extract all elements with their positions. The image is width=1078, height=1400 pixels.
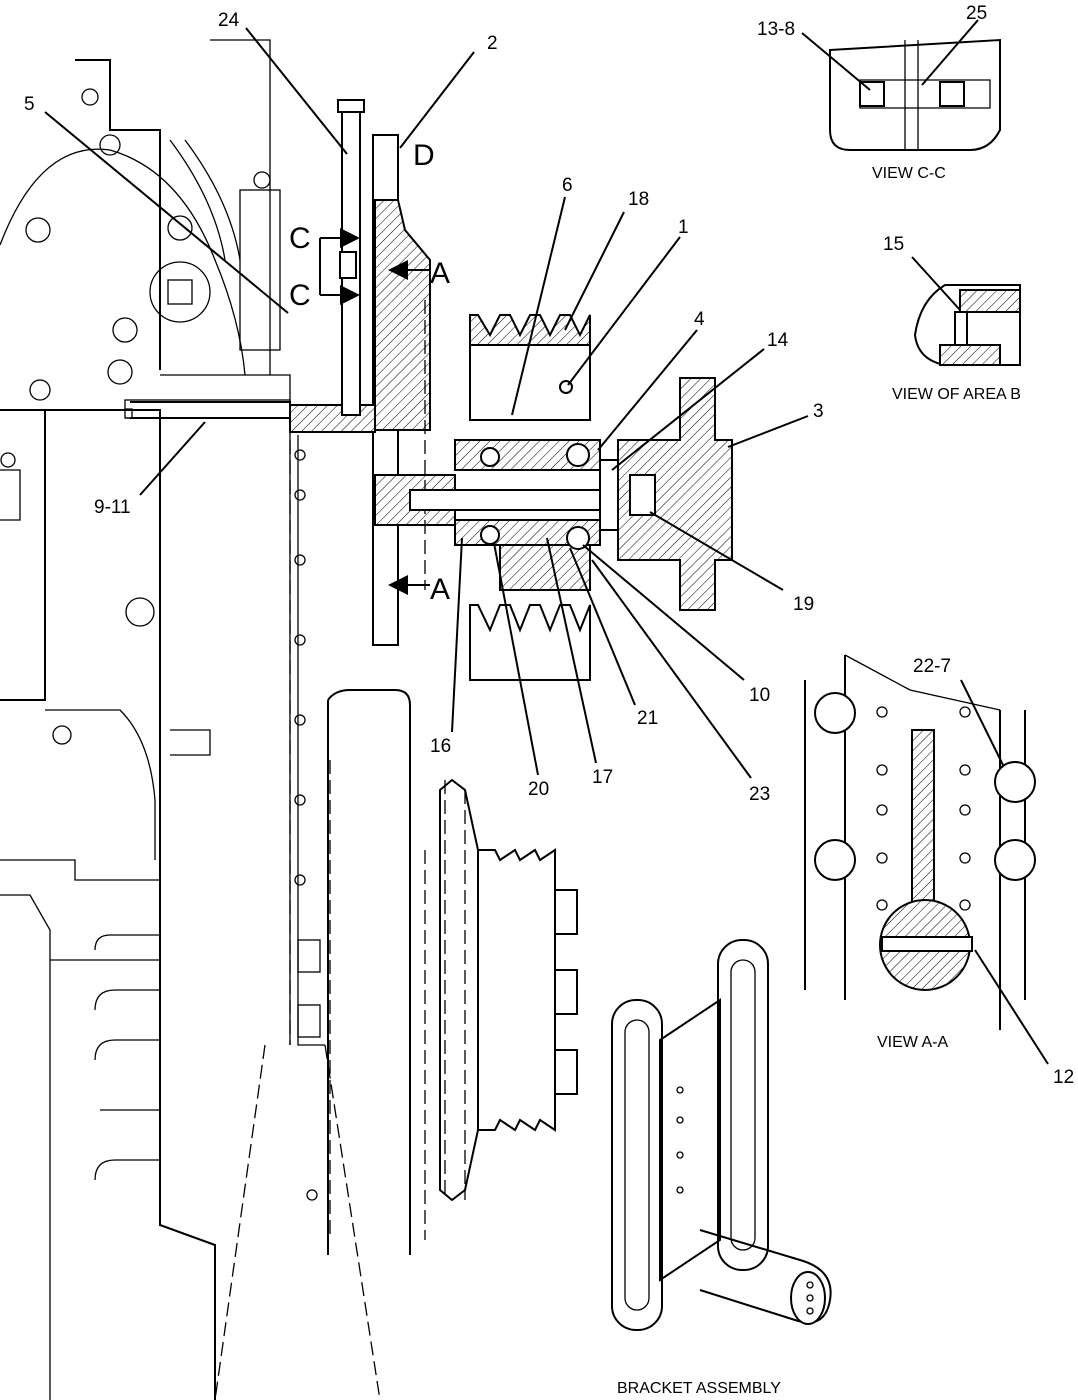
callout-6: 6 xyxy=(562,175,573,196)
callout-9-11: 9-11 xyxy=(94,497,131,518)
leader-lines xyxy=(44,19,1049,1065)
callout-18: 18 xyxy=(628,189,649,210)
bracket-assembly-label: BRACKET ASSEMBLY xyxy=(617,1380,781,1397)
bracket-assembly xyxy=(611,939,832,1331)
callout-10: 10 xyxy=(749,685,770,706)
section-a-lower-label: A xyxy=(430,573,450,606)
callout-5: 5 xyxy=(24,94,35,115)
callout-2: 2 xyxy=(487,33,498,54)
callout-25: 25 xyxy=(966,3,987,24)
view-cc xyxy=(829,38,1001,151)
view-labels: VIEW C-C VIEW OF AREA B VIEW A-A BRACKET… xyxy=(617,165,1021,1397)
view-cc-label: VIEW C-C xyxy=(872,165,946,182)
callout-14: 14 xyxy=(767,330,789,351)
callout-16: 16 xyxy=(430,736,451,757)
section-c-upper-label: C xyxy=(289,222,311,255)
callout-3: 3 xyxy=(813,401,824,422)
callout-17: 17 xyxy=(592,767,613,788)
callout-19: 19 xyxy=(793,594,814,615)
section-d-label: D xyxy=(413,139,435,172)
view-area-b-label: VIEW OF AREA B xyxy=(892,386,1021,403)
section-c-lower-label: C xyxy=(289,279,311,312)
lower-pulley xyxy=(327,689,578,1255)
callout-12: 12 xyxy=(1053,1067,1074,1088)
callout-22-7: 22-7 xyxy=(913,656,951,677)
callout-13-8: 13-8 xyxy=(757,19,795,40)
section-a-upper-label: A xyxy=(430,257,450,290)
view-aa-label: VIEW A-A xyxy=(877,1034,948,1051)
idler-bracket xyxy=(289,99,456,646)
view-area-b xyxy=(913,284,1021,366)
callout-15: 15 xyxy=(883,234,904,255)
view-aa xyxy=(804,654,1036,1030)
callout-20: 20 xyxy=(528,779,549,800)
callout-1: 1 xyxy=(678,217,689,238)
engine-block xyxy=(0,39,381,1400)
callout-21: 21 xyxy=(637,708,658,729)
section-marks: D C C A A xyxy=(289,139,450,606)
callout-24: 24 xyxy=(218,10,240,31)
callout-labels: 24 2 5 6 18 1 4 14 3 19 10 21 23 17 20 1… xyxy=(24,3,1074,1088)
callout-4: 4 xyxy=(694,309,705,330)
callout-23: 23 xyxy=(749,784,770,805)
